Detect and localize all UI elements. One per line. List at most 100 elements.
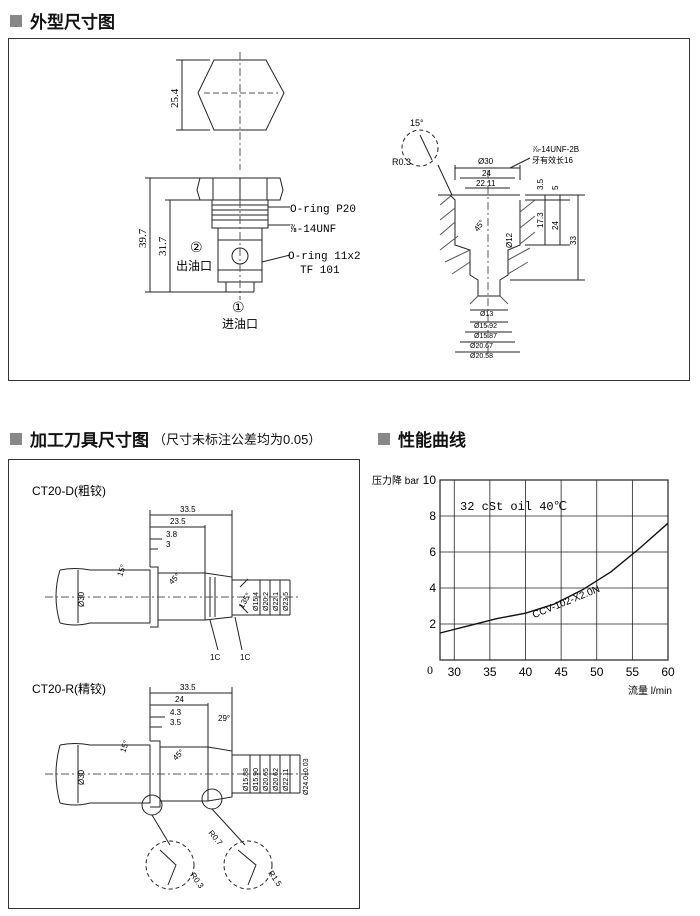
tool-d-a45: 45° xyxy=(167,571,182,586)
heading-square-icon xyxy=(10,432,22,445)
tool-d-d202: Ø20.2 xyxy=(263,592,270,611)
hex-top-view xyxy=(197,59,285,131)
tool-r-a15: 15° xyxy=(118,739,131,753)
tool-r-r15: R1.5 xyxy=(266,869,283,888)
tool-r-d1588: Ø15.88 xyxy=(243,768,250,791)
tool-d-label: CT20-D(粗铰) xyxy=(32,483,106,498)
tool-d-l3: 3 xyxy=(166,540,171,549)
x-tick-label: 55 xyxy=(626,665,640,679)
heading-square-icon xyxy=(378,432,390,445)
tool-r-drawing xyxy=(45,687,310,890)
x-tick-label: 30 xyxy=(448,665,462,679)
outline-drawing: 25.4 39.7 31.7 O-ring P20 ⅞-14UNF O-ring… xyxy=(137,52,585,360)
cavity-h35: 3.5 xyxy=(536,178,545,190)
chart-origin-label: 0 xyxy=(427,663,433,677)
tooling-section-note: （尺寸未标注公差均为0.05） xyxy=(153,432,322,447)
cavity-d13: Ø13 xyxy=(480,311,493,318)
cavity-section xyxy=(401,129,585,355)
x-tick-label: 60 xyxy=(661,665,675,679)
tool-r-d1590: Ø15.90 xyxy=(253,768,260,791)
tool-r-l335: 33.5 xyxy=(180,683,196,692)
cavity-angle-45: 45° xyxy=(472,218,486,233)
cavity-w24: 24 xyxy=(482,169,491,178)
performance-section-title: 性能曲线 xyxy=(398,431,466,450)
x-tick-label: 50 xyxy=(590,665,604,679)
outline-drawing-frame xyxy=(8,38,690,381)
cavity-r03: R0.3 xyxy=(392,157,411,167)
outline-section-title: 外型尺寸图 xyxy=(30,13,115,32)
x-tick-label: 40 xyxy=(519,665,533,679)
tool-r-d2062: Ø20.62 xyxy=(273,768,280,791)
x-tick-label: 35 xyxy=(483,665,497,679)
cavity-d2067: Ø20.67 xyxy=(470,343,493,350)
port2-label: 出油口 xyxy=(176,259,212,273)
tool-r-l43: 4.3 xyxy=(170,708,182,717)
cavity-thread-length: 牙有效长16 xyxy=(532,155,573,165)
cavity-angle-15: 15° xyxy=(410,118,424,128)
y-tick-label: 4 xyxy=(429,581,436,595)
tool-r-label: CT20-R(精铰) xyxy=(32,681,106,696)
series-label: CCV-102-X2.0N xyxy=(531,584,602,621)
cavity-h173: 17.3 xyxy=(536,212,545,228)
performance-section-heading: 性能曲线 xyxy=(378,426,466,451)
tooling-section-title: 加工刀具尺寸图 xyxy=(30,431,149,450)
cavity-h33: 33 xyxy=(569,236,578,245)
tool-d-c1: 1C xyxy=(210,653,220,662)
tool-d-a15: 15° xyxy=(115,563,128,577)
tool-r-d2065: Ø20.65 xyxy=(263,768,270,791)
tool-r-r07: R0.7 xyxy=(206,829,224,848)
y-tick-label: 8 xyxy=(429,509,436,523)
tooling-drawing-frame xyxy=(8,459,360,909)
tool-d-l235: 23.5 xyxy=(170,517,186,526)
dim-hex-width: 25.4 xyxy=(169,88,181,108)
tooling-drawing: CT20-D(粗铰) 33.5 23.5 3.8 3 15° 45° 135° … xyxy=(32,483,310,890)
y-tick-label: 2 xyxy=(429,617,436,631)
chart-title: 32 cSt oil 40℃ xyxy=(460,500,567,514)
chart-xlabel: 流量 l/min xyxy=(628,684,672,697)
tool-d-l38: 3.8 xyxy=(166,530,178,539)
cavity-d30: Ø30 xyxy=(478,157,494,166)
cavity-d1592: Ø15.92 xyxy=(474,323,497,330)
cavity-h24: 24 xyxy=(551,221,560,230)
tool-r-d2211: Ø22.11 xyxy=(283,768,290,791)
tool-r-d30: Ø30 xyxy=(77,769,86,785)
outline-section-heading: 外型尺寸图 xyxy=(10,8,115,33)
x-tick-label: 45 xyxy=(554,665,568,679)
heading-square-icon xyxy=(10,14,22,27)
y-tick-label: 6 xyxy=(429,545,436,559)
tool-r-d240: Ø24.0±0.03 xyxy=(303,758,310,795)
tool-r-l35: 3.5 xyxy=(170,718,182,727)
tool-d-d235: Ø23.5 xyxy=(283,592,290,611)
tool-r-a45: 45° xyxy=(171,747,186,762)
cavity-d1587: Ø15.87 xyxy=(474,333,497,340)
tool-r-r03: R0.3 xyxy=(188,871,205,890)
tooling-section-heading: 加工刀具尺寸图 （尺寸未标注公差均为0.05） xyxy=(10,426,321,451)
port2-number: ② xyxy=(190,239,203,255)
tool-d-c2: 1C xyxy=(240,653,250,662)
tool-r-l24: 24 xyxy=(175,695,184,704)
dim-body-length: 31.7 xyxy=(157,236,169,256)
y-tick-label: 10 xyxy=(423,473,437,487)
cavity-d2058: Ø20.58 xyxy=(470,353,493,360)
cavity-w2211: 22.11 xyxy=(476,179,496,188)
port1-label: 进油口 xyxy=(222,317,258,331)
tool-d-d30: Ø30 xyxy=(77,591,86,607)
label-oring-top: O-ring P20 xyxy=(290,204,356,216)
tool-d-a135: 135° xyxy=(237,591,253,610)
chart-ylabel: 压力降 bar xyxy=(372,474,420,487)
tool-r-a29: 29° xyxy=(218,714,230,723)
cavity-d12: Ø12 xyxy=(505,232,514,248)
cavity-thread-spec: ⅞-14UNF-2B xyxy=(532,145,579,154)
valve-outline xyxy=(145,52,291,300)
port1-number: ① xyxy=(232,299,245,315)
cavity-h5: 5 xyxy=(551,185,560,190)
tool-d-l335: 33.5 xyxy=(180,505,196,514)
performance-chart: 压力降 bar 流量 l/min 0 32 cSt oil 40℃ 30 35 40… xyxy=(372,473,675,697)
tool-d-d154: Ø15.4 xyxy=(253,592,260,611)
dim-overall-length: 39.7 xyxy=(137,228,149,248)
series-line xyxy=(439,522,669,634)
tool-d-d221: Ø22.1 xyxy=(273,592,280,611)
tool-d-drawing xyxy=(45,510,300,651)
label-backup-ring: TF 101 xyxy=(300,265,340,277)
label-oring-bottom: O-ring 11x2 xyxy=(288,251,361,263)
